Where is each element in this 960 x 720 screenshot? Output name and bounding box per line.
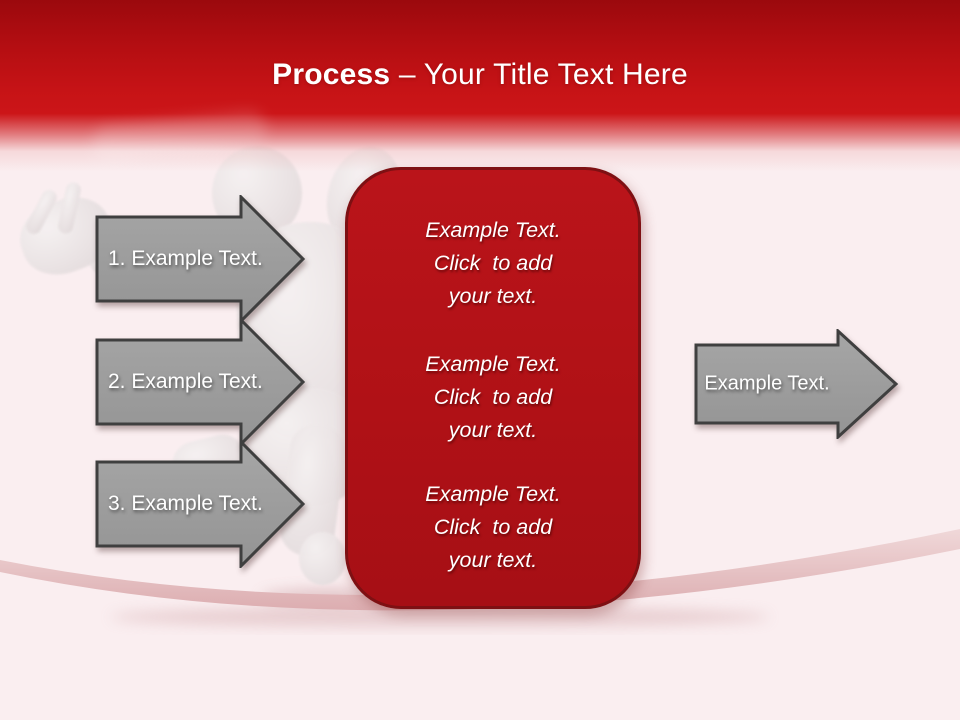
right-arrow-shape-icon: [95, 440, 306, 568]
person-foot: [299, 532, 346, 585]
rope-shadow: [110, 607, 770, 627]
example-text-box[interactable]: Example Text. Click to add your text. Ex…: [345, 167, 641, 609]
header-sheen: [90, 108, 269, 164]
process-arrow-2[interactable]: 2. Example Text.: [95, 318, 307, 446]
slide-title-bold: Process: [272, 58, 391, 91]
process-arrow-3-label: 3. Example Text.: [108, 492, 263, 515]
text-placeholder-2[interactable]: Example Text. Click to add your text.: [425, 352, 561, 442]
text-placeholder-1[interactable]: Example Text. Click to add your text.: [425, 218, 561, 308]
result-arrow[interactable]: Example Text.: [694, 329, 900, 439]
slide-title-rest: – Your Title Text Here: [398, 58, 688, 91]
process-arrow-3[interactable]: 3. Example Text.: [95, 440, 307, 568]
process-arrow-2-label: 2. Example Text.: [108, 370, 263, 393]
result-arrow-label: Example Text.: [704, 372, 830, 395]
process-arrow-1[interactable]: 1. Example Text.: [95, 195, 307, 323]
right-arrow-shape-icon: [694, 329, 899, 439]
process-arrow-1-label: 1. Example Text.: [108, 247, 263, 270]
right-arrow-shape-icon: [95, 195, 306, 323]
slide-title: Process – Your Title Text Here: [0, 54, 960, 96]
text-placeholder-3[interactable]: Example Text. Click to add your text.: [425, 482, 561, 572]
title-bar: [0, 0, 960, 172]
right-arrow-shape-icon: [95, 318, 306, 446]
